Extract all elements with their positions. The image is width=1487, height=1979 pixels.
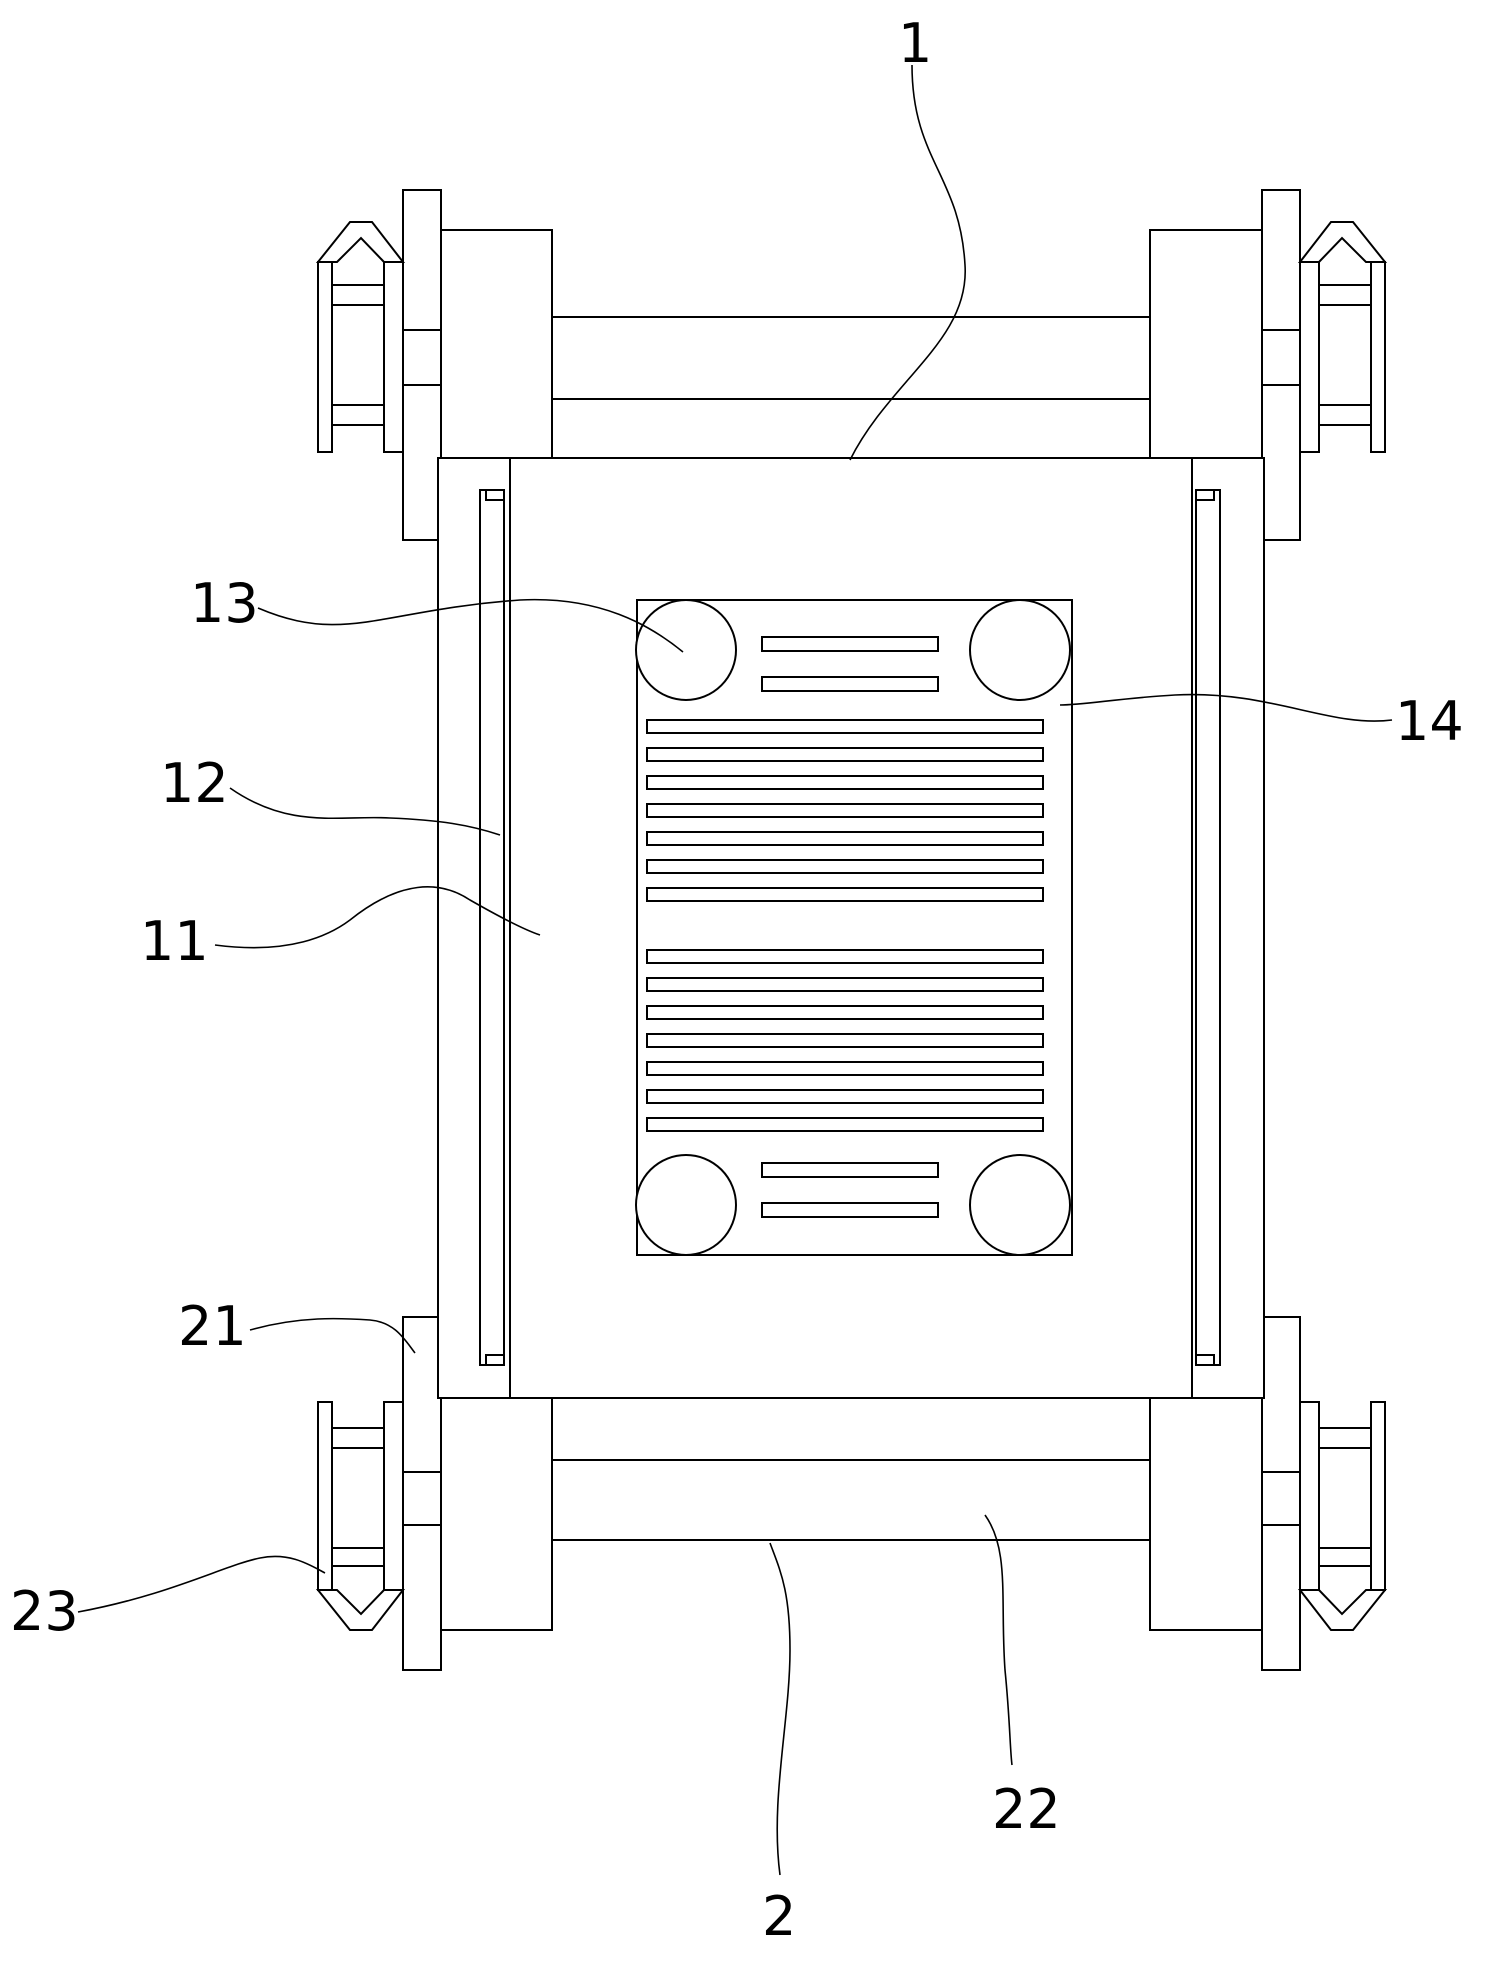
reference-numerals: 1 13 14 12 11 21 23 2 22 [10,12,1464,1948]
board-corner-circle-tl [635,599,737,701]
board-stripe [646,1117,1044,1132]
leader-12 [229,787,501,836]
board-stripe [646,977,1044,992]
bottom-frame-bar [437,1397,1265,1461]
label-1: 1 [898,12,932,75]
leader-11 [214,886,541,949]
bottom-left-hub [437,1397,553,1631]
board-corner-circle-bl [635,1154,737,1256]
leader-23 [77,1555,326,1613]
board-stripe [646,831,1044,846]
bottom-right-clamp [1297,1401,1388,1631]
leader-13 [257,598,684,653]
right-side-rail [1195,489,1221,1366]
bottom-right-flange [1261,1316,1301,1671]
label-22: 22 [992,1778,1061,1841]
leader-1 [849,64,966,461]
label-11: 11 [140,910,209,973]
board-stripe [646,887,1044,902]
leader-21 [249,1317,416,1354]
top-right-flange [1261,189,1301,541]
top-left-clamp [315,221,406,453]
board-stripes [646,719,1044,1132]
board-stripe [646,1089,1044,1104]
board-stripe [646,719,1044,734]
board-stripe [646,1061,1044,1076]
label-13: 13 [190,572,259,635]
top-axle-shaft [549,316,1151,400]
board-stripe [646,1005,1044,1020]
bottom-left-flange [402,1316,442,1671]
leader-14 [1059,693,1393,722]
bottom-axle-shaft [549,1459,1151,1541]
top-left-hub [437,229,553,459]
leader-2 [769,1542,791,1876]
board-stripe [646,859,1044,874]
bottom-axle-assembly [402,1316,1301,1671]
board-stripe [646,803,1044,818]
label-12: 12 [160,752,229,815]
board-stripe [646,747,1044,762]
board-corner-circle-br [969,1154,1071,1256]
left-side-rail [479,489,505,1366]
board-stripe [646,949,1044,964]
bottom-right-hub [1149,1397,1265,1631]
label-2: 2 [762,1885,796,1948]
leader-lines [77,64,1393,1876]
bottom-left-clamp [315,1401,406,1631]
circuit-board [635,599,1073,1256]
top-right-clamp [1297,221,1388,453]
top-left-flange [402,189,442,541]
board-stripe [646,1033,1044,1048]
leader-22 [984,1514,1013,1766]
top-right-hub [1149,229,1265,459]
top-axle-assembly [402,189,1301,541]
label-21: 21 [178,1295,247,1358]
label-14: 14 [1395,690,1464,753]
label-23: 23 [10,1580,79,1643]
board-stripe [646,775,1044,790]
board-corner-circle-tr [969,599,1071,701]
